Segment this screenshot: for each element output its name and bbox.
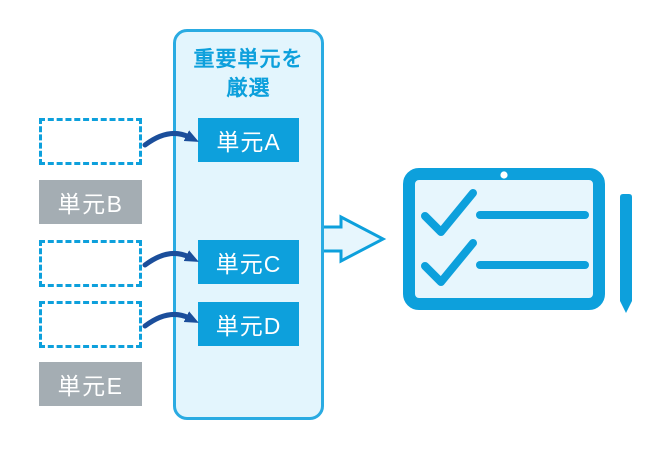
dashed-unit-placeholder-2 bbox=[39, 240, 142, 287]
stylus-pen-icon bbox=[620, 194, 632, 313]
selection-panel: 重要単元を 厳選 単元A 単元C 単元D bbox=[173, 29, 324, 420]
dashed-unit-placeholder-1 bbox=[39, 118, 142, 165]
dashed-unit-placeholder-3 bbox=[39, 301, 142, 348]
tablet-checklist-icon bbox=[403, 168, 632, 313]
unit-d-label: 単元D bbox=[215, 313, 282, 339]
checkmark-icon-2 bbox=[421, 239, 477, 286]
unit-d-box: 単元D bbox=[198, 302, 299, 346]
camera-dot-icon bbox=[500, 171, 508, 179]
panel-title-line1: 重要単元を bbox=[193, 48, 304, 71]
excluded-unit-box-b: 単元B bbox=[39, 180, 142, 224]
checkmark-icon-1 bbox=[421, 189, 477, 236]
unit-c-label: 単元C bbox=[215, 251, 282, 277]
curved-arrow-icon-1 bbox=[142, 130, 199, 148]
panel-title-line2: 厳選 bbox=[226, 77, 271, 100]
tablet-body bbox=[403, 168, 605, 310]
curved-arrow-icon-2 bbox=[142, 250, 199, 268]
excluded-unit-label: 単元B bbox=[57, 191, 124, 217]
excluded-unit-box-e: 単元E bbox=[39, 362, 142, 406]
excluded-unit-label: 単元E bbox=[57, 373, 124, 399]
big-right-arrow-icon bbox=[318, 214, 387, 264]
unit-a-box: 単元A bbox=[198, 118, 299, 162]
panel-title: 重要単元を 厳選 bbox=[176, 45, 321, 103]
curved-arrow-icon-3 bbox=[142, 311, 199, 329]
unit-a-label: 単元A bbox=[216, 129, 281, 155]
unit-c-box: 単元C bbox=[198, 240, 299, 284]
